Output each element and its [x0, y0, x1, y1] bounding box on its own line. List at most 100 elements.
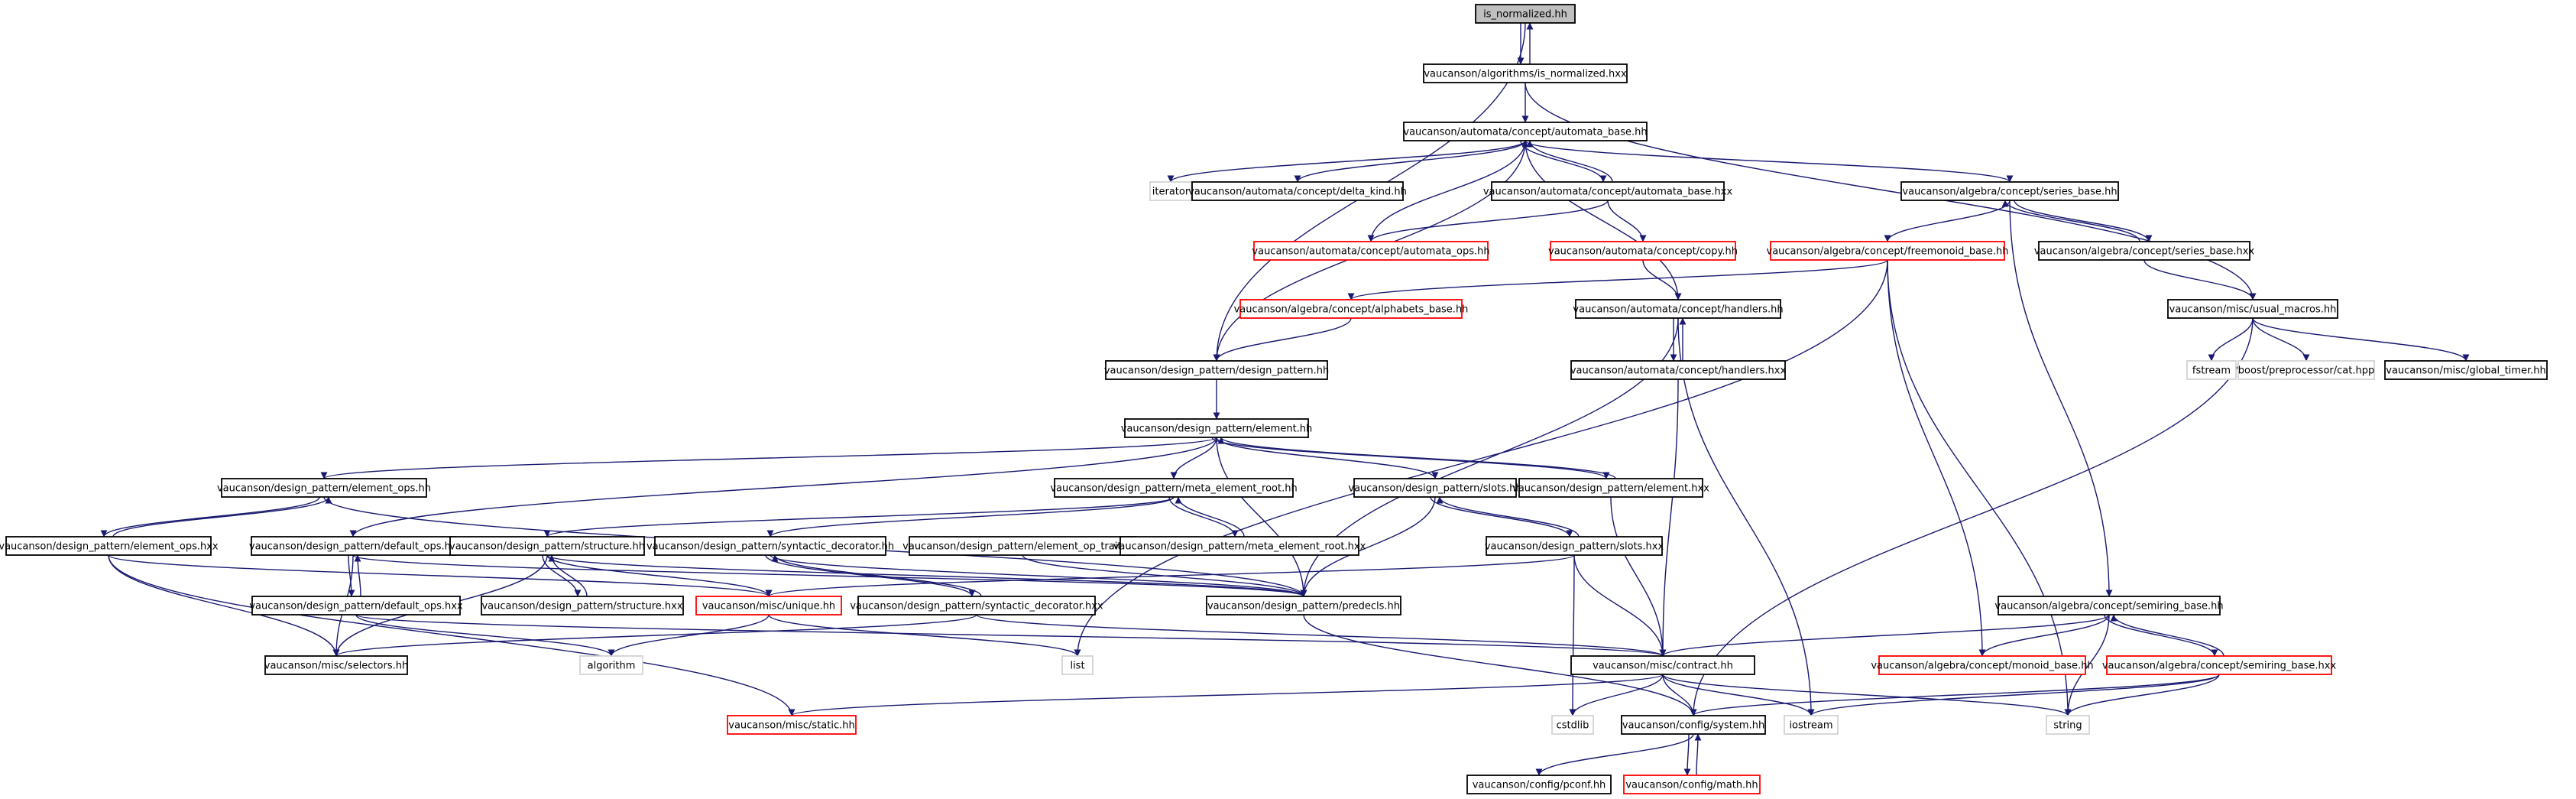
edge-n6-to-n36	[2009, 200, 2113, 597]
edge-n31-to-n38	[355, 614, 615, 657]
node-box	[2167, 299, 2338, 319]
node-label: vaucanson/design_pattern/slots.hh	[1348, 483, 1521, 495]
node-vaucanson-algorithms-is-normalized-hxx[interactable]: vaucanson/algorithms/is_normalized.hxx	[1423, 63, 1628, 83]
edge-n40-to-n46	[1662, 674, 1815, 716]
edge-n19-to-n22	[1216, 437, 1439, 479]
edge-n10-to-n6	[2001, 200, 2140, 242]
node-box	[1475, 4, 1576, 24]
node-vaucanson-config-pconf-hh[interactable]: vaucanson/config/pconf.hh	[1466, 775, 1612, 794]
edge-n30-to-n33	[765, 554, 1575, 597]
node-iterator[interactable]: iterator	[1149, 181, 1192, 201]
edge-n5-to-n2	[1526, 140, 1613, 183]
node-label: vaucanson/design_pattern/default_ops.hh	[249, 541, 457, 553]
node-vaucanson-design-pattern-structure-hxx[interactable]: vaucanson/design_pattern/structure.hxx	[481, 596, 684, 615]
edge-n21-to-n29	[1168, 496, 1239, 538]
node-algorithm[interactable]: algorithm	[579, 655, 643, 675]
node-vaucanson-design-pattern-design-pattern-hh[interactable]: vaucanson/design_pattern/design_pattern.…	[1104, 360, 1329, 380]
node-vaucanson-config-math-hh[interactable]: vaucanson/config/math.hh	[1623, 775, 1761, 794]
node-vaucanson-design-pattern-element-ops-hh[interactable]: vaucanson/design_pattern/element_ops.hh	[217, 478, 431, 498]
node-vaucanson-algebra-concept-semiring-base-hxx[interactable]: vaucanson/algebra/concept/semiring_base.…	[2102, 655, 2337, 675]
node-label: vaucanson/design_pattern/element.hxx	[1512, 483, 1709, 495]
node-vaucanson-config-system-hh[interactable]: vaucanson/config/system.hh	[1621, 715, 1766, 735]
node-vaucanson-misc-usual-macros-hh[interactable]: vaucanson/misc/usual_macros.hh	[2167, 299, 2338, 319]
edge-n13-to-n15	[2208, 317, 2254, 362]
node-box	[1353, 478, 1517, 498]
node-vaucanson-design-pattern-syntactic-decorator-hh[interactable]: vaucanson/design_pattern/syntactic_decor…	[646, 536, 894, 556]
node-vaucanson-misc-global-timer-hh[interactable]: vaucanson/misc/global_timer.hh	[2384, 360, 2548, 380]
node-vaucanson-automata-concept-delta-kind-hh[interactable]: vaucanson/automata/concept/delta_kind.hh	[1188, 181, 1407, 201]
node-vaucanson-automata-concept-automata-ops-hh[interactable]: vaucanson/automata/concept/automata_ops.…	[1252, 241, 1490, 261]
node-box	[1491, 181, 1725, 201]
node-vaucanson-design-pattern-structure-hh[interactable]: vaucanson/design_pattern/structure.hh	[449, 536, 645, 556]
node-label: vaucanson/misc/usual_macros.hh	[2169, 304, 2337, 316]
edge-n30-to-n40	[1573, 554, 1667, 657]
node-vaucanson-algebra-concept-freemonoid-base-hh[interactable]: vaucanson/algebra/concept/freemonoid_bas…	[1767, 241, 2009, 261]
node-box	[2038, 241, 2250, 261]
node-box	[1623, 775, 1761, 794]
edge-n6-to-n9	[1884, 200, 2011, 242]
edge-n29-to-n21	[1175, 496, 1245, 538]
node-vaucanson-algebra-concept-series-base-hxx[interactable]: vaucanson/algebra/concept/series_base.hx…	[2034, 241, 2255, 261]
node-vaucanson-design-pattern-syntactic-decorator-hxx[interactable]: vaucanson/design_pattern/syntactic_decor…	[850, 596, 1103, 615]
node-box	[481, 596, 684, 615]
node-boost-preprocessor-cat-hpp[interactable]: boost/preprocessor/cat.hpp	[2237, 360, 2375, 380]
node-vaucanson-misc-unique-hh[interactable]: vaucanson/misc/unique.hh	[695, 596, 842, 615]
node-vaucanson-design-pattern-element-hh[interactable]: vaucanson/design_pattern/element.hh	[1121, 418, 1313, 438]
node-label: vaucanson/design_pattern/predecls.hh	[1207, 601, 1400, 612]
edge-n23-to-n40	[1610, 496, 1667, 657]
node-vaucanson-misc-selectors-hh[interactable]: vaucanson/misc/selectors.hh	[264, 655, 408, 675]
node-vaucanson-automata-concept-copy-hh[interactable]: vaucanson/automata/concept/copy.hh	[1548, 241, 1738, 261]
node-vaucanson-automata-concept-automata-base-hh[interactable]: vaucanson/automata/concept/automata_base…	[1403, 122, 1648, 141]
node-label: boost/preprocessor/cat.hpp	[2238, 365, 2374, 377]
node-box	[1998, 596, 2221, 615]
node-iostream[interactable]: iostream	[1784, 715, 1839, 735]
node-label: vaucanson/design_pattern/syntactic_decor…	[646, 541, 894, 553]
node-vaucanson-design-pattern-slots-hxx[interactable]: vaucanson/design_pattern/slots.hxx	[1485, 536, 1664, 556]
node-vaucanson-design-pattern-element-ops-hxx[interactable]: vaucanson/design_pattern/element_ops.hxx	[0, 536, 219, 556]
node-label: vaucanson/config/system.hh	[1622, 720, 1764, 732]
node-cstdlib[interactable]: cstdlib	[1551, 715, 1594, 735]
node-vaucanson-design-pattern-default-ops-hxx[interactable]: vaucanson/design_pattern/default_ops.hxx	[249, 596, 463, 615]
edge-n36-to-n41	[1978, 614, 2110, 657]
edge-n33-to-n38	[608, 614, 770, 657]
node-box	[909, 536, 1136, 556]
node-vaucanson-design-pattern-default-ops-hh[interactable]: vaucanson/design_pattern/default_ops.hh	[249, 536, 457, 556]
node-vaucanson-algebra-concept-monoid-base-hh[interactable]: vaucanson/algebra/concept/monoid_base.hh	[1871, 655, 2094, 675]
node-box	[1570, 360, 1786, 380]
node-vaucanson-algebra-concept-semiring-base-hh[interactable]: vaucanson/algebra/concept/semiring_base.…	[1994, 596, 2224, 615]
node-vaucanson-algebra-concept-alphabets-base-hh[interactable]: vaucanson/algebra/concept/alphabets_base…	[1234, 299, 1469, 319]
node-label: vaucanson/misc/static.hh	[728, 720, 854, 732]
node-box	[1900, 181, 2119, 201]
node-vaucanson-design-pattern-slots-hh[interactable]: vaucanson/design_pattern/slots.hh	[1348, 478, 1522, 498]
node-fstream[interactable]: fstream	[2186, 360, 2237, 380]
node-vaucanson-automata-concept-automata-base-hxx[interactable]: vaucanson/automata/concept/automata_base…	[1483, 181, 1733, 201]
node-box	[1486, 536, 1663, 556]
node-label: vaucanson/config/pconf.hh	[1473, 780, 1606, 791]
edge-n2-to-n4	[1294, 140, 1526, 183]
edge-n9-to-n47	[1887, 259, 2072, 716]
node-vaucanson-misc-contract-hh[interactable]: vaucanson/misc/contract.hh	[1570, 655, 1755, 675]
node-vaucanson-algebra-concept-series-base-hh[interactable]: vaucanson/algebra/concept/series_base.hh	[1900, 181, 2119, 201]
node-vaucanson-misc-static-hh[interactable]: vaucanson/misc/static.hh	[727, 715, 857, 735]
node-vaucanson-design-pattern-meta-element-root-hh[interactable]: vaucanson/design_pattern/meta_element_ro…	[1050, 478, 1298, 498]
node-label: vaucanson/algebra/concept/freemonoid_bas…	[1767, 246, 2009, 258]
edge-n9-to-n39	[1074, 259, 1888, 657]
edge-n35-to-n45	[1303, 614, 1697, 716]
node-label: vaucanson/design_pattern/element.hh	[1121, 424, 1313, 435]
node-vaucanson-design-pattern-predecls-hh[interactable]: vaucanson/design_pattern/predecls.hh	[1206, 596, 1401, 615]
node-label: vaucanson/misc/selectors.hh	[264, 661, 408, 672]
edge-n30-to-n44	[1569, 554, 1576, 716]
edge-n7-to-n2	[1370, 140, 1529, 242]
node-vaucanson-automata-concept-handlers-hh[interactable]: vaucanson/automata/concept/handlers.hh	[1573, 299, 1784, 319]
node-vaucanson-automata-concept-handlers-hxx[interactable]: vaucanson/automata/concept/handlers.hxx	[1570, 360, 1787, 380]
edge-n22-to-n35	[1300, 496, 1436, 597]
node-string[interactable]: string	[2046, 715, 2090, 735]
node-is-normalized-hh[interactable]: is_normalized.hh	[1475, 4, 1576, 24]
node-vaucanson-design-pattern-element-op-traits-hh[interactable]: vaucanson/design_pattern/element_op_trai…	[902, 536, 1142, 556]
node-box	[251, 596, 461, 615]
node-list[interactable]: list	[1061, 655, 1094, 675]
node-vaucanson-design-pattern-meta-element-root-hxx[interactable]: vaucanson/design_pattern/meta_element_ro…	[1113, 536, 1366, 556]
node-vaucanson-design-pattern-element-hxx[interactable]: vaucanson/design_pattern/element.hxx	[1512, 478, 1709, 498]
edge-n49-to-n45	[1694, 733, 1702, 776]
edge-n24-to-n37	[108, 554, 340, 657]
